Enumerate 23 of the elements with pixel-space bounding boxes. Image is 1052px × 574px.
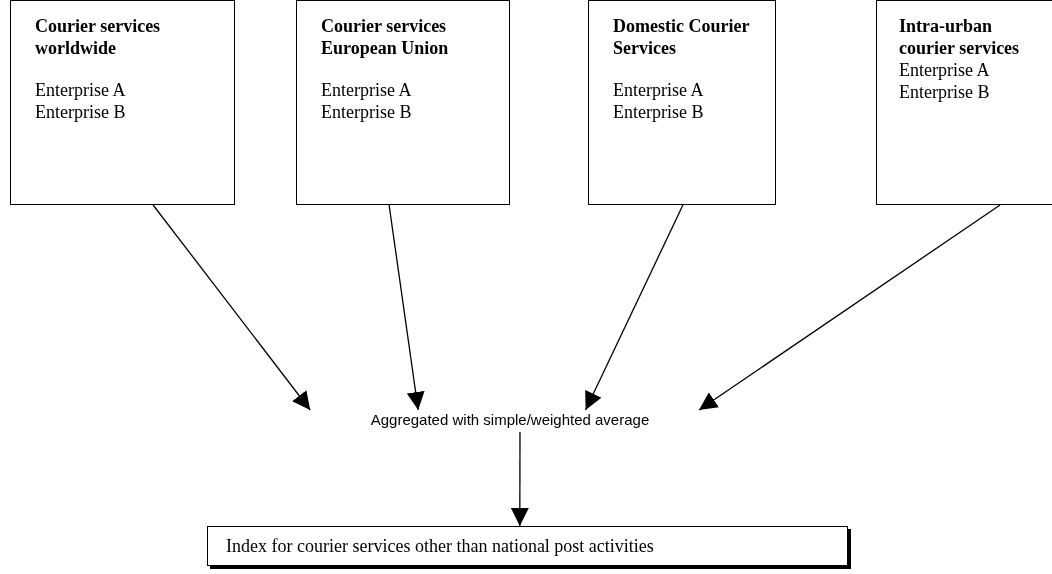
arrow [152,204,311,411]
enterprise-text: Enterprise B [613,101,705,123]
enterprise-text: Enterprise B [321,101,413,123]
box-heading: Intra-urban courier services [899,15,1021,59]
arrow [510,431,529,527]
arrow [698,204,1001,411]
index-box: Index for courier services other than national post activities [207,526,848,566]
arrow [388,204,425,411]
category-box [10,0,235,205]
category-box [876,0,1052,205]
category-box [296,0,510,205]
enterprise-text: Enterprise A [35,79,127,101]
aggregation-text: Aggregated with simple/weighted average [240,410,780,432]
enterprise-text: Enterprise B [35,101,127,123]
arrow [584,204,684,411]
box-heading: Courier services European Union [321,15,450,59]
enterprise-text: Enterprise A [899,59,991,81]
enterprise-text: Enterprise A [321,79,413,101]
enterprise-text: Enterprise A [613,79,705,101]
box-heading: Courier services worldwide [35,15,162,59]
enterprise-text: Enterprise B [899,81,991,103]
box-heading: Domestic Courier Services [613,15,751,59]
category-box [588,0,776,205]
